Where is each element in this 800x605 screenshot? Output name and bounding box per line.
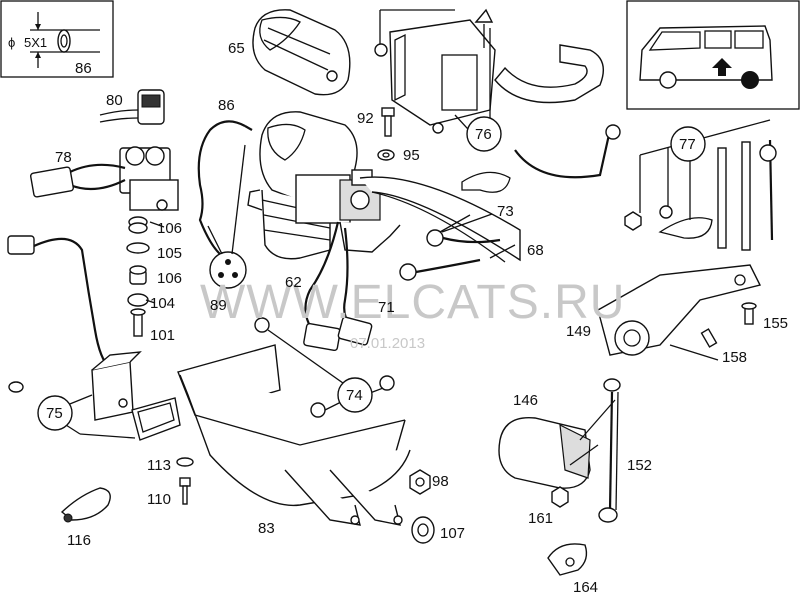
fittings-71-73 bbox=[399, 214, 501, 281]
bracket-149 bbox=[597, 264, 762, 361]
callout-155: 155 bbox=[763, 315, 788, 332]
mount-stack bbox=[126, 216, 150, 337]
clip-164 bbox=[547, 543, 588, 576]
callout-92: 92 bbox=[357, 110, 374, 127]
hose-spec-inset: ϕ 5X1 86 bbox=[0, 0, 114, 78]
callout-83: 83 bbox=[258, 520, 275, 537]
callout-149: 149 bbox=[566, 323, 591, 340]
callout-86: 86 bbox=[218, 97, 235, 114]
bolt-92 bbox=[381, 107, 395, 137]
svg-text:77: 77 bbox=[679, 136, 696, 153]
callout-71: 71 bbox=[378, 299, 395, 316]
circled-callout-74: 74 bbox=[337, 377, 373, 413]
callout-158: 158 bbox=[722, 349, 747, 366]
callout-104: 104 bbox=[150, 295, 175, 312]
callout-152: 152 bbox=[627, 457, 652, 474]
fittings-77 bbox=[624, 119, 777, 251]
callout-106-upper: 106 bbox=[157, 220, 182, 237]
cable-tie-116 bbox=[60, 487, 111, 523]
vehicle-location-inset bbox=[626, 0, 800, 110]
nut-98 bbox=[409, 469, 431, 495]
control-box-75 bbox=[7, 235, 181, 441]
callout-107: 107 bbox=[440, 525, 465, 542]
circled-callout-77: 77 bbox=[670, 126, 706, 162]
bracket-frame-83 bbox=[177, 317, 411, 526]
diameter-symbol: ϕ bbox=[8, 35, 15, 50]
solenoid-valve-80 bbox=[99, 89, 165, 125]
solenoid-valve-78 bbox=[29, 146, 179, 211]
link-rod-152 bbox=[551, 378, 621, 523]
clip-76 bbox=[461, 171, 511, 193]
callout-68: 68 bbox=[527, 242, 544, 259]
compressor-62 bbox=[247, 111, 521, 263]
watermark-date: 07.01.2013 bbox=[350, 335, 425, 352]
van-icon bbox=[639, 25, 773, 81]
callout-113: 113 bbox=[147, 457, 171, 474]
callout-73: 73 bbox=[497, 203, 514, 220]
callout-116: 116 bbox=[67, 532, 91, 549]
callout-62: 62 bbox=[285, 274, 302, 291]
callout-101: 101 bbox=[150, 327, 175, 344]
bracket-89 bbox=[207, 144, 247, 289]
washer-95 bbox=[377, 149, 395, 161]
level-sensor-146 bbox=[498, 399, 616, 489]
leader-lines bbox=[145, 213, 599, 466]
callout-80: 80 bbox=[106, 92, 123, 109]
watermark-site: WWW.ELCATS.RU bbox=[200, 276, 625, 329]
fasteners-110-113 bbox=[176, 457, 194, 505]
callout-95: 95 bbox=[403, 147, 420, 164]
hose-dimension: 5X1 bbox=[24, 35, 47, 50]
callout-98: 98 bbox=[432, 473, 449, 490]
inset-part-number: 86 bbox=[75, 60, 92, 77]
callout-164: 164 bbox=[573, 579, 598, 596]
circled-callout-76: 76 bbox=[466, 116, 502, 152]
callout-110: 110 bbox=[147, 491, 171, 508]
control-unit-76 bbox=[374, 8, 496, 141]
compressor-wiring bbox=[303, 221, 373, 352]
callout-89: 89 bbox=[210, 297, 227, 314]
hose-86 bbox=[197, 120, 253, 259]
svg-text:76: 76 bbox=[475, 126, 492, 143]
svg-text:75: 75 bbox=[46, 405, 63, 422]
callout-105: 105 bbox=[157, 245, 182, 262]
bushing-107 bbox=[411, 516, 435, 544]
accumulator-65 bbox=[252, 9, 351, 96]
callout-161: 161 bbox=[528, 510, 553, 527]
callout-78: 78 bbox=[55, 149, 72, 166]
air-line-pipe bbox=[494, 44, 621, 179]
circled-callout-75: 75 bbox=[37, 395, 73, 431]
callout-106-lower: 106 bbox=[157, 270, 182, 287]
callout-65: 65 bbox=[228, 40, 245, 57]
arrow-up-icon bbox=[712, 58, 732, 76]
callout-146: 146 bbox=[513, 392, 538, 409]
svg-text:74: 74 bbox=[346, 387, 363, 404]
